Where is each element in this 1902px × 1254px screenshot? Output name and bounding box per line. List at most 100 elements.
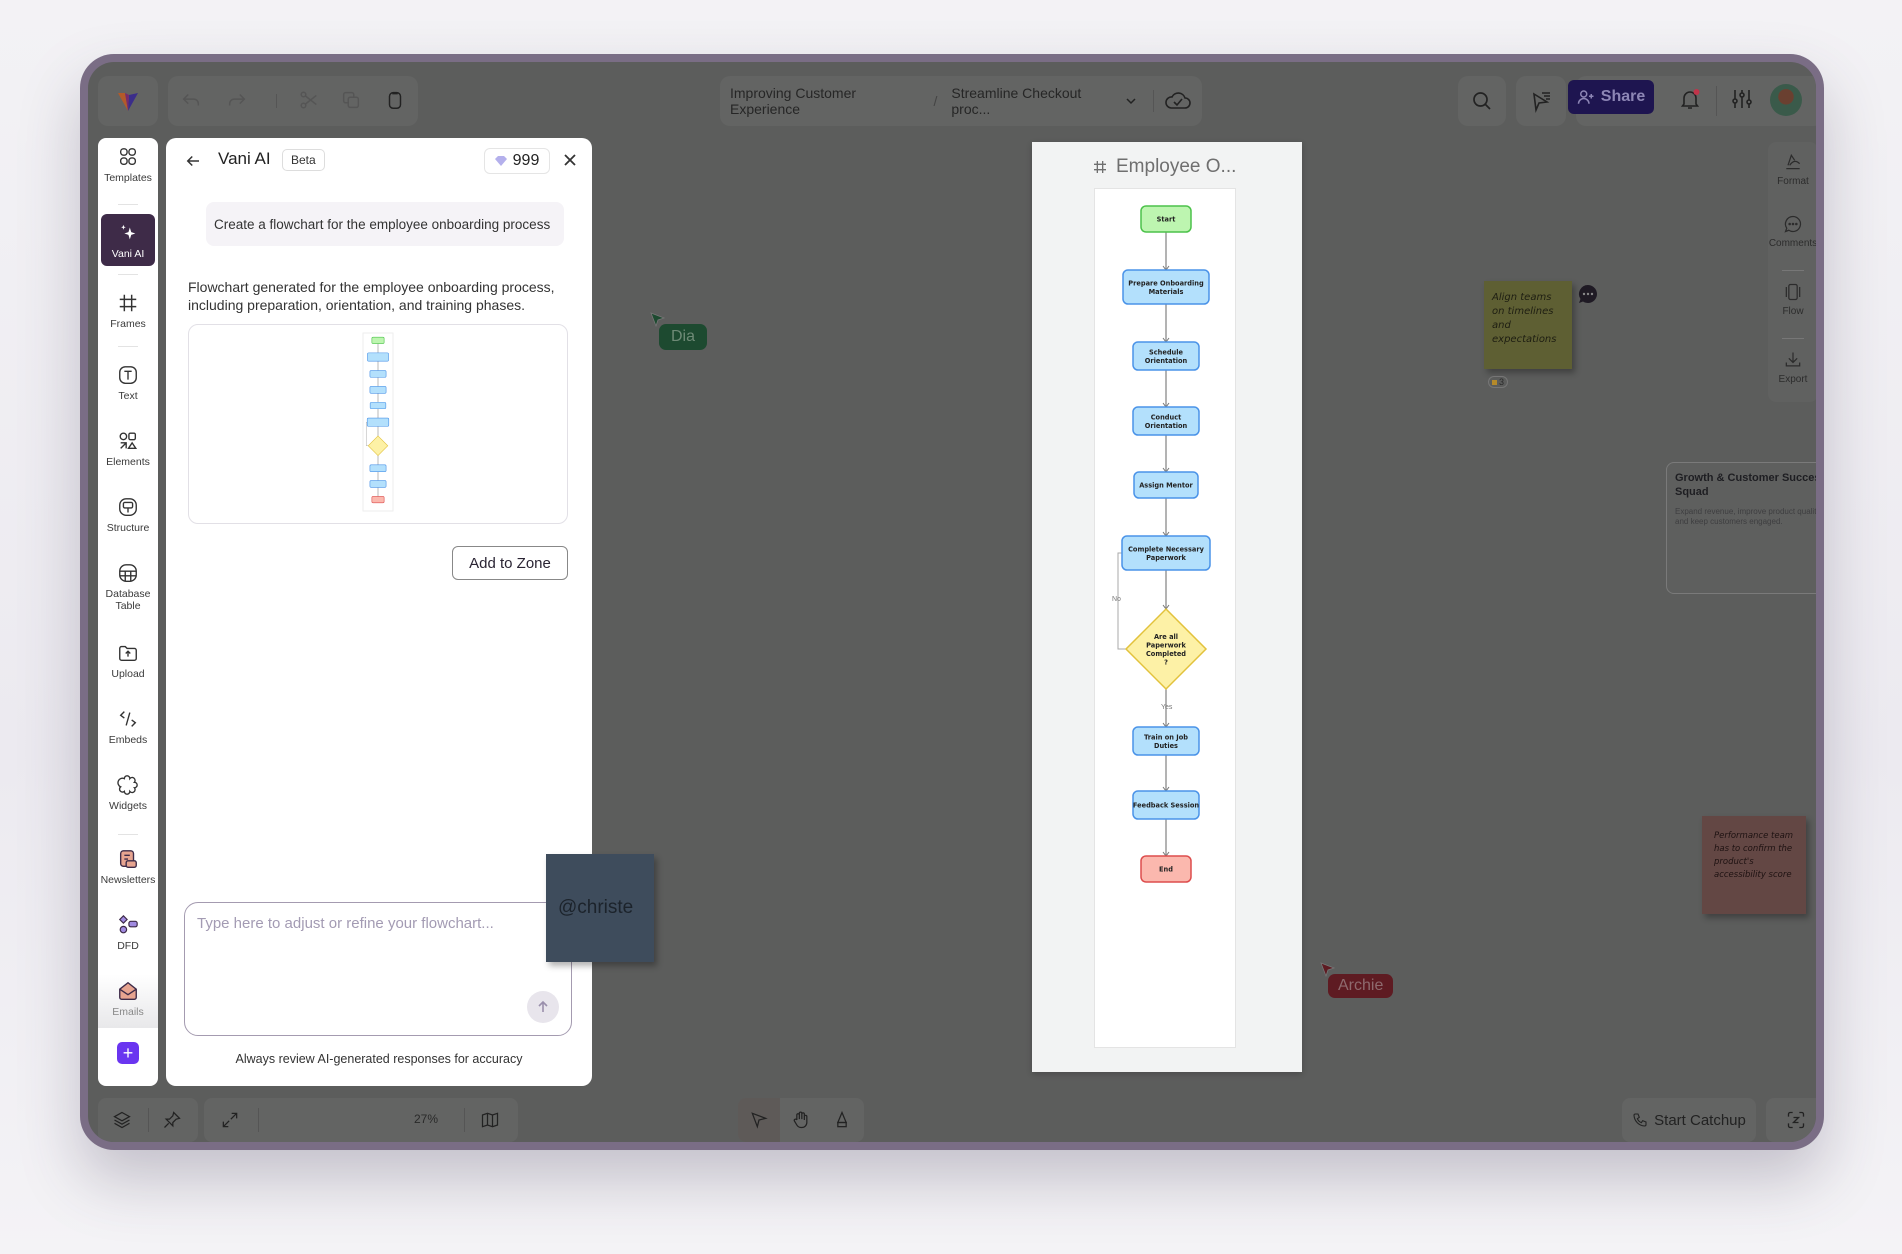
cloud-check-icon[interactable] — [1164, 90, 1192, 112]
tool-label: Widgets — [109, 800, 147, 812]
zoom-level[interactable]: 27% — [414, 1112, 439, 1126]
fit-screen-icon[interactable] — [220, 1110, 240, 1130]
flow-node[interactable] — [371, 496, 385, 504]
zone-card[interactable]: Growth & Customer Success Squad Expand r… — [1666, 462, 1816, 594]
tool-templates[interactable]: Templates — [98, 146, 158, 184]
search-icon[interactable] — [1470, 89, 1494, 113]
flow-node[interactable] — [366, 417, 390, 427]
actions-divider — [1716, 86, 1717, 116]
diamond-icon — [494, 156, 507, 166]
flow-node[interactable] — [369, 464, 387, 473]
send-button[interactable] — [527, 991, 559, 1023]
sticky-note[interactable]: Align teams on timelines and expectation… — [1484, 281, 1572, 369]
add-to-zone-button[interactable]: Add to Zone — [452, 546, 568, 580]
flow-node[interactable]: Start — [1140, 205, 1192, 233]
tool-upload[interactable]: Upload — [98, 642, 158, 680]
right-tool-flow[interactable]: Flow — [1768, 282, 1816, 317]
map-icon[interactable] — [480, 1110, 500, 1130]
breadcrumb-divider — [1153, 90, 1154, 112]
tool-emails[interactable]: Emails — [98, 974, 158, 1028]
add-tool-button[interactable]: + — [117, 1042, 139, 1064]
flow-node[interactable] — [369, 370, 387, 378]
export-icon — [1783, 350, 1803, 370]
tool-dfd[interactable]: DFD — [98, 914, 158, 952]
zia-scan-icon[interactable] — [1786, 1110, 1806, 1130]
tool-label: Frames — [110, 318, 146, 330]
select-tool[interactable] — [738, 1098, 780, 1142]
avatar[interactable] — [1770, 84, 1802, 116]
flow-node[interactable] — [369, 402, 387, 410]
vani-logo-icon[interactable] — [116, 89, 140, 113]
pin-icon[interactable] — [162, 1110, 182, 1130]
divider — [148, 1108, 149, 1132]
undo-icon[interactable] — [180, 89, 202, 111]
add-user-icon — [1577, 88, 1595, 106]
tool-widgets[interactable]: Widgets — [98, 774, 158, 812]
scissors-icon[interactable] — [298, 89, 320, 111]
right-tool-format[interactable]: Format — [1768, 152, 1816, 187]
flow-node[interactable] — [367, 352, 389, 362]
sticky-note[interactable]: @christe — [546, 854, 654, 962]
clipboard-icon[interactable] — [384, 89, 406, 111]
table-icon — [117, 562, 139, 584]
breadcrumb-item-board[interactable]: Streamline Checkout proc... — [951, 85, 1082, 117]
right-tool-export[interactable]: Export — [1768, 350, 1816, 385]
tool-database-table[interactable]: Database Table — [98, 562, 158, 612]
close-icon[interactable] — [562, 152, 578, 168]
right-tool-comments[interactable]: Comments — [1768, 214, 1816, 249]
pen-icon[interactable] — [832, 1110, 852, 1130]
tool-elements[interactable]: Elements — [98, 430, 158, 468]
redo-icon[interactable] — [226, 89, 248, 111]
sticky-note[interactable]: Performance team has to confirm the prod… — [1702, 816, 1806, 914]
start-catchup-button[interactable]: Start Catchup — [1622, 1098, 1756, 1142]
collaborator-cursor-archie: Archie — [1328, 974, 1394, 998]
catchup-label: Start Catchup — [1654, 1111, 1746, 1129]
tool-label: Database Table — [105, 588, 151, 612]
breadcrumb-item-project[interactable]: Improving Customer Experience — [730, 85, 857, 117]
flow-node[interactable] — [369, 480, 387, 488]
credits-counter[interactable]: 999 — [484, 148, 550, 174]
flow-node[interactable] — [369, 386, 387, 394]
frame-title[interactable]: Employee O... — [1092, 156, 1236, 178]
tool-text[interactable]: Text — [98, 364, 158, 402]
chevron-down-icon[interactable] — [1125, 95, 1137, 107]
hand-icon[interactable] — [791, 1110, 811, 1130]
share-button[interactable]: Share — [1568, 80, 1654, 114]
flow-node[interactable]: Feedback Session — [1132, 790, 1200, 820]
flow-node[interactable] — [367, 435, 389, 456]
tool-frames[interactable]: Frames — [98, 292, 158, 330]
settings-sliders-icon[interactable] — [1730, 87, 1754, 111]
tool-newsletters[interactable]: Newsletters — [98, 848, 158, 886]
present-icon[interactable] — [1529, 89, 1553, 113]
frame-hash-icon — [1092, 159, 1108, 175]
search-box — [1458, 76, 1506, 126]
code-icon — [117, 708, 139, 730]
copy-icon[interactable] — [340, 89, 362, 111]
layers-icon[interactable] — [112, 1110, 132, 1130]
tool-label: Comments — [1768, 238, 1816, 249]
divider — [118, 274, 138, 275]
reaction-count[interactable]: 3 — [1488, 376, 1509, 388]
comment-bubble-icon[interactable] — [1578, 284, 1598, 304]
tool-embeds[interactable]: Embeds — [98, 708, 158, 746]
edit-toolbar — [168, 76, 418, 126]
phone-icon — [1632, 1112, 1648, 1128]
flow-node[interactable]: End — [1140, 855, 1192, 883]
tool-structure[interactable]: Structure — [98, 496, 158, 534]
flow-node[interactable] — [371, 336, 385, 344]
flow-node[interactable]: Assign Mentor — [1133, 471, 1199, 499]
bell-icon[interactable] — [1678, 87, 1702, 111]
back-arrow-icon[interactable] — [184, 152, 202, 170]
flowchart-preview[interactable] — [188, 324, 568, 524]
shapes-icon — [117, 430, 139, 452]
tool-vani-ai[interactable]: Vani AI — [101, 214, 155, 266]
refine-input[interactable] — [197, 915, 559, 995]
